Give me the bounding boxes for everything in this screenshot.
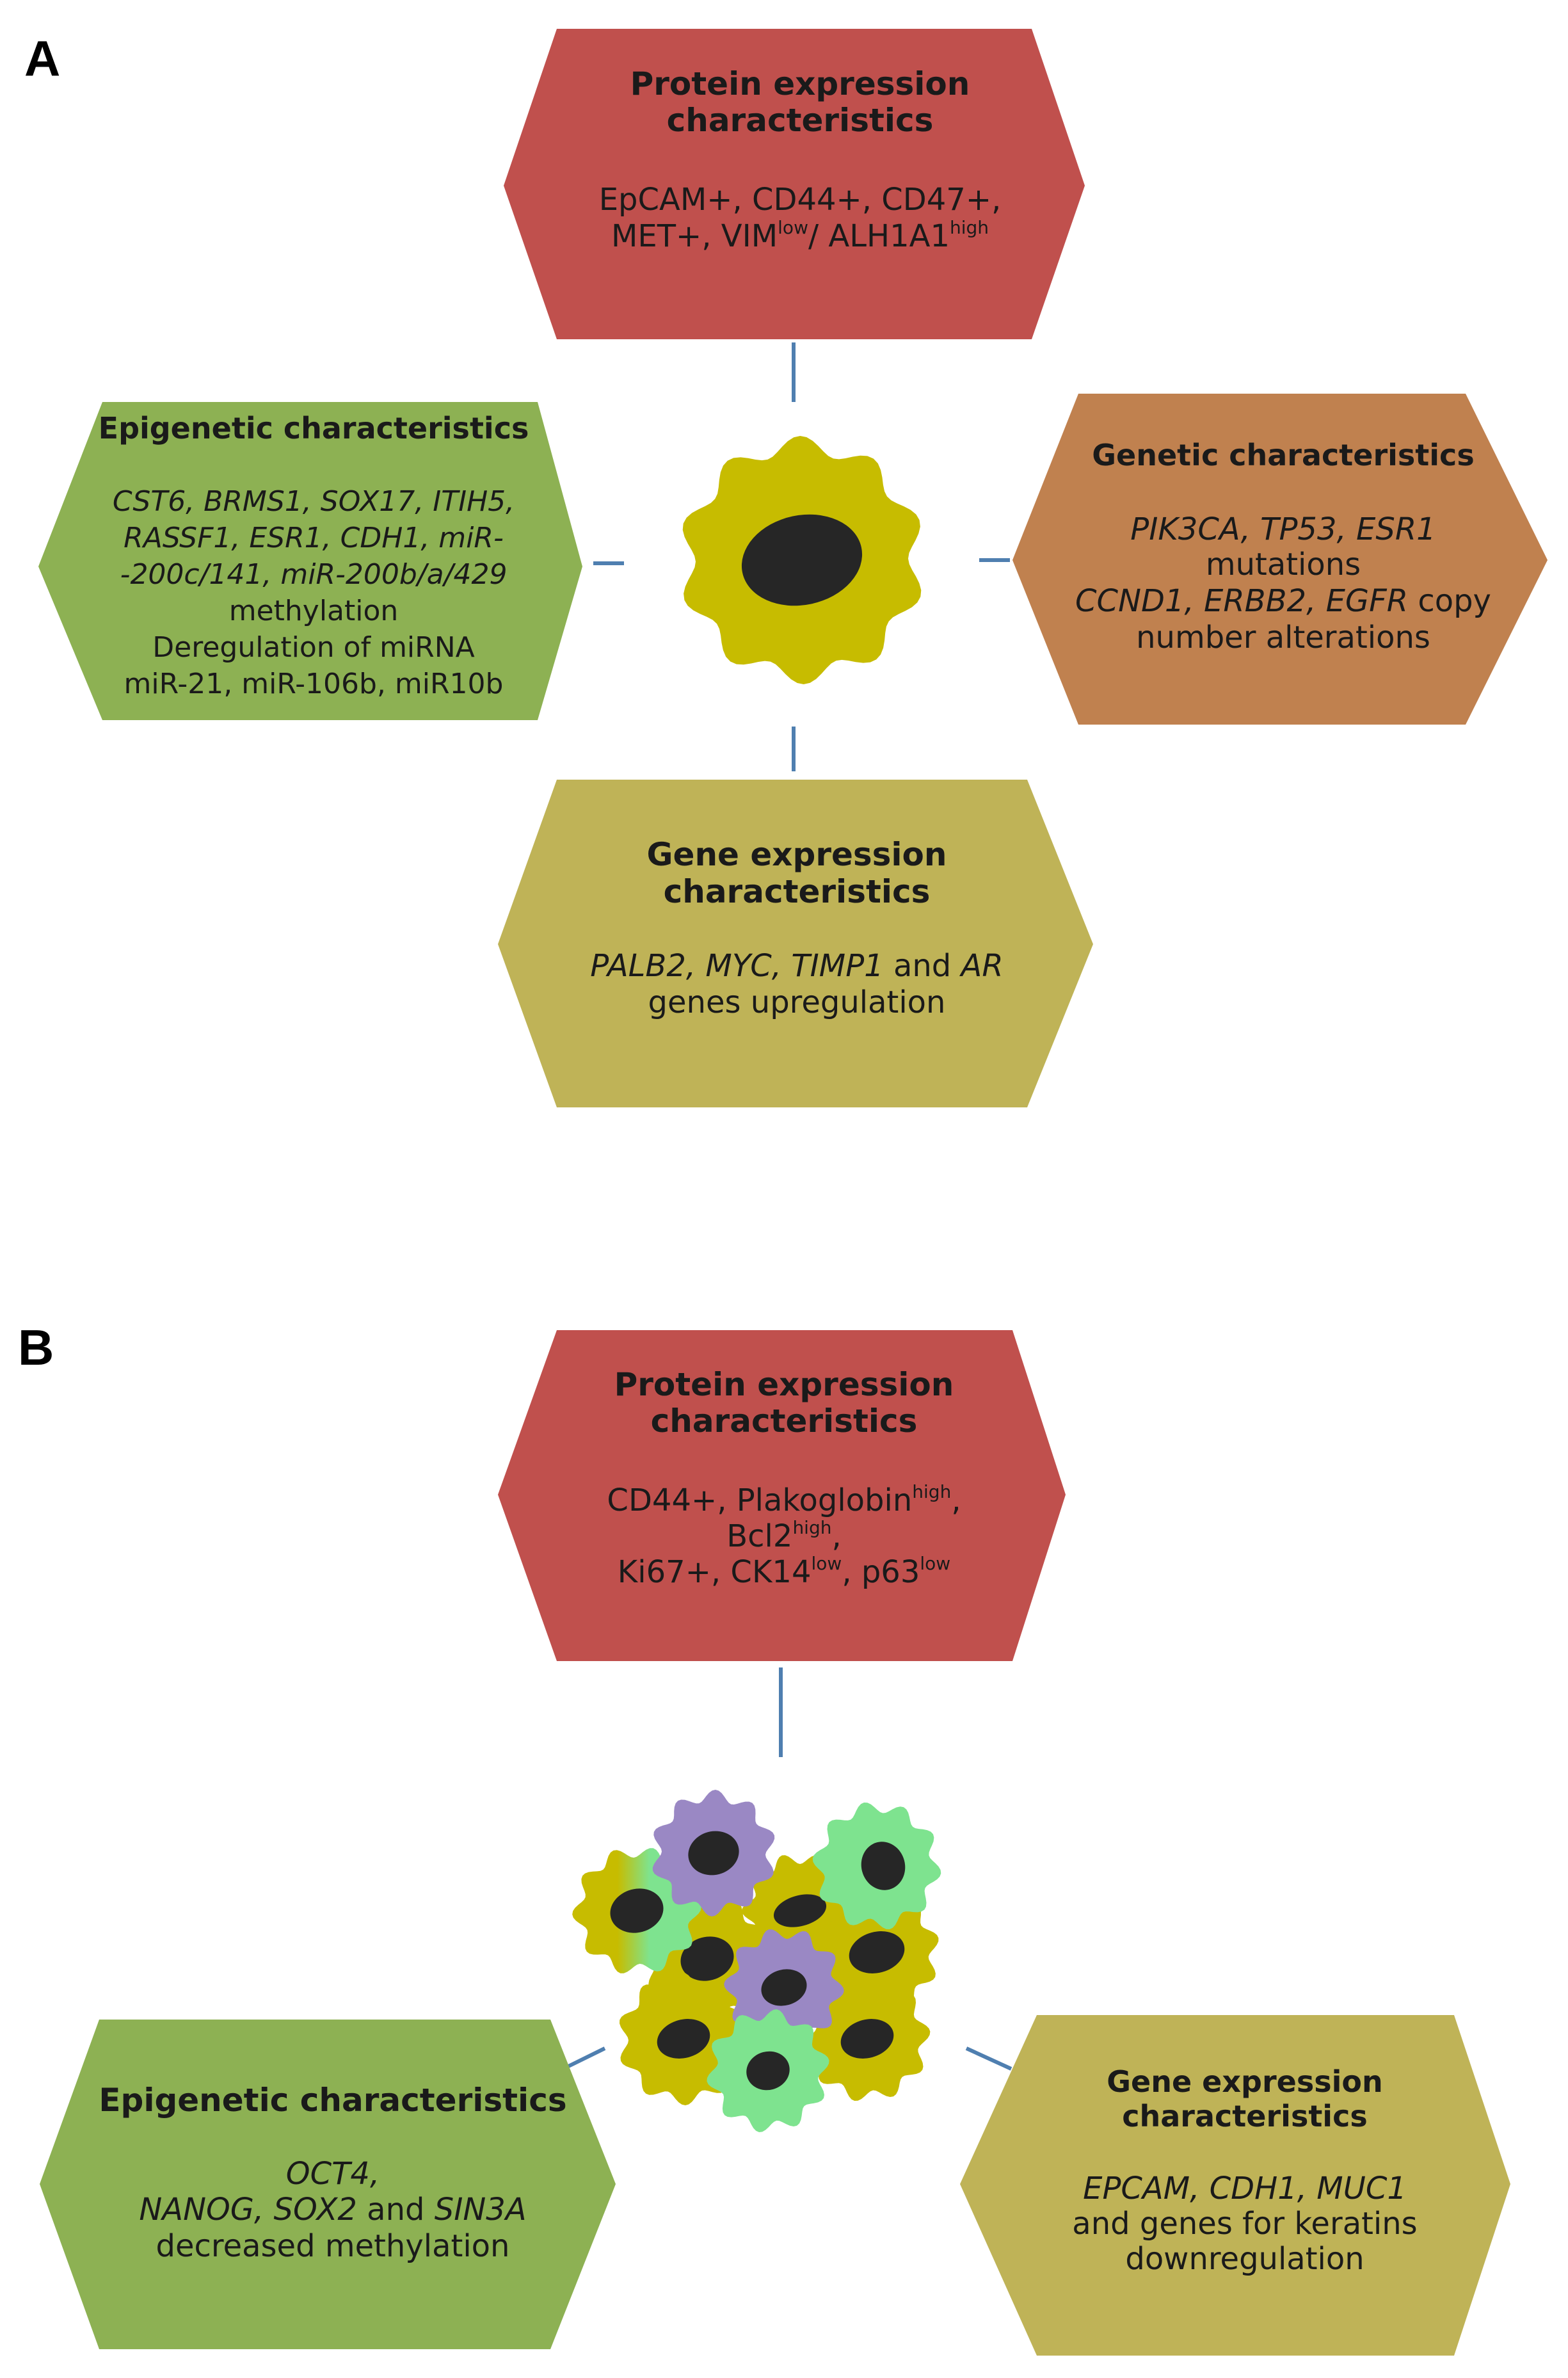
heterogeneous-cell-cluster <box>572 1790 941 2132</box>
hexagon-title: Gene expression <box>1107 2064 1382 2099</box>
hexagon-text: RASSF1, ESR1, CDH1, miR- <box>124 522 504 554</box>
hexagon-text: miR-21, miR-106b, miR10b <box>124 668 504 700</box>
hexagon-text: CST6, BRMS1, SOX17, ITIH5, <box>113 485 515 518</box>
hexagon-title: characteristics <box>1122 2099 1367 2133</box>
cell-nucleus <box>680 1936 734 1981</box>
cancer-cell-illustration <box>682 436 922 684</box>
hexagon-text: PIK3CA, TP53, ESR1 <box>1130 511 1436 547</box>
hexagon-title: Protein expression <box>614 1366 954 1403</box>
hexagon-title: characteristics <box>651 1402 918 1440</box>
hexagon-title: Protein expression <box>630 65 970 102</box>
hexagon-text: decreased methylation <box>156 2228 510 2264</box>
hexagon-shape <box>498 1330 1066 1661</box>
hexagon-text: EPCAM, CDH1, MUC1 <box>1083 2171 1407 2206</box>
gene-expression-hexagon-a: Gene expression characteristics PALB2, M… <box>498 780 1093 1107</box>
hexagon-text: Bcl2high, <box>726 1517 842 1554</box>
hexagon-text: CCND1, ERBB2, EGFR copy <box>1075 583 1491 619</box>
hexagon-shape <box>40 2020 616 2349</box>
hexagon-title: Epigenetic characteristics <box>99 2082 566 2119</box>
hexagon-text: number alterations <box>1136 620 1430 655</box>
hexagon-text: Deregulation of miRNA <box>152 631 475 664</box>
hexagon-shape <box>38 402 582 720</box>
hexagon-text: methylation <box>229 595 399 627</box>
hexagon-text: CD44+, Plakoglobinhigh, <box>607 1481 961 1518</box>
cell-nucleus <box>773 1894 827 1927</box>
cell-nucleus <box>861 1842 906 1890</box>
cell-nucleus <box>741 514 863 606</box>
cell-nucleus <box>746 2051 790 2091</box>
connector-b-left <box>562 2046 606 2071</box>
hexagon-shape <box>1012 394 1548 725</box>
cell-nucleus <box>657 2019 710 2059</box>
gene-expression-hexagon-b: Gene expression characteristics EPCAM, C… <box>960 2015 1510 2356</box>
protein-expression-hexagon-b: Protein expression characteristics CD44+… <box>498 1330 1066 1661</box>
protein-expression-hexagon-a: Protein expression characteristics EpCAM… <box>504 29 1085 339</box>
cell-nucleus <box>840 2019 894 2059</box>
epigenetic-hexagon-b: Epigenetic characteristics OCT4, NANOG, … <box>40 2020 616 2349</box>
hexagon-text: mutations <box>1206 547 1361 582</box>
panel-b-label: B <box>18 1319 54 1376</box>
cell-nucleus <box>849 1931 905 1973</box>
hexagon-text: genes upregulation <box>648 984 946 1020</box>
hexagon-text: Ki67+, CK14low, p63low <box>618 1553 950 1590</box>
hexagon-text: and genes for keratins <box>1072 2206 1417 2242</box>
hexagon-title: characteristics <box>667 102 934 139</box>
hexagon-text: NANOG, SOX2 and SIN3A <box>139 2192 526 2228</box>
hexagon-text: downregulation <box>1125 2241 1364 2277</box>
hexagon-text: EpCAM+, CD44+, CD47+, <box>599 182 1002 218</box>
genetic-hexagon-a: Genetic characteristics PIK3CA, TP53, ES… <box>1012 394 1548 725</box>
cell-nucleus <box>610 1888 664 1933</box>
hexagon-text: PALB2, MYC, TIMP1 and AR <box>590 948 1003 984</box>
hexagon-shape <box>504 29 1085 339</box>
hexagon-text: MET+, VIMlow/ ALH1A1high <box>611 217 989 254</box>
cell-nucleus <box>688 1831 739 1876</box>
hexagon-title: characteristics <box>664 873 931 910</box>
hexagon-shape <box>960 2015 1510 2356</box>
connector-b-right <box>965 2046 1012 2071</box>
epigenetic-hexagon-a: Epigenetic characteristics CST6, BRMS1, … <box>38 402 582 720</box>
hexagon-text: -200c/141, miR-200b/a/429 <box>120 558 508 591</box>
hexagon-title: Epigenetic characteristics <box>99 411 529 446</box>
cell-nucleus <box>761 1969 807 2006</box>
hexagon-text: OCT4, <box>286 2156 380 2192</box>
hexagon-title: Gene expression <box>647 836 947 873</box>
hexagon-title: Genetic characteristics <box>1092 438 1474 472</box>
panel-a-label: A <box>24 30 60 86</box>
hexagon-shape <box>498 780 1093 1107</box>
